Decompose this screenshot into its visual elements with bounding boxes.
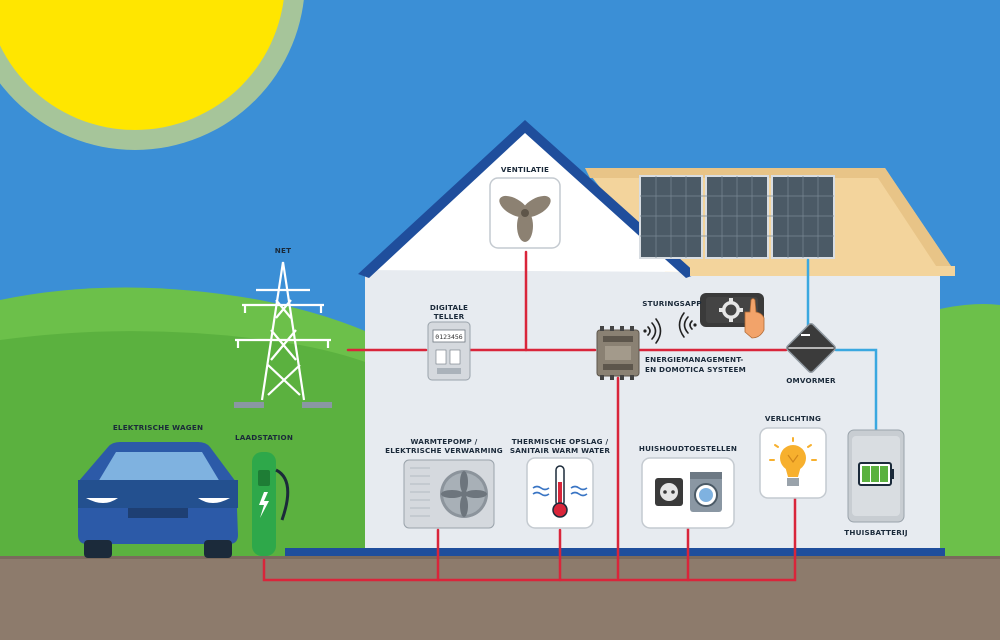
lightbulb-icon xyxy=(769,437,817,486)
home-battery-label: THUISBATTERIJ xyxy=(844,528,908,537)
heat-pump-label-2: ELEKTRISCHE VERWARMING xyxy=(385,446,503,455)
lightning-icon xyxy=(259,492,269,518)
wireless-signal-icon-app xyxy=(678,312,697,338)
battery-level-icon xyxy=(858,462,894,486)
energy-management-box xyxy=(596,326,640,380)
dc-wire-inverter-battery xyxy=(834,348,878,434)
house-foundation xyxy=(285,548,945,556)
ground xyxy=(0,556,1000,640)
heat-pump-fan-icon xyxy=(441,471,487,517)
fan-icon xyxy=(499,195,551,242)
ventilation-label: VENTILATIE xyxy=(501,165,549,174)
inverter xyxy=(786,323,836,373)
hand-pointer-icon xyxy=(744,298,765,339)
thermometer-icon xyxy=(552,465,568,518)
charging-cable xyxy=(275,468,290,521)
control-app-phone xyxy=(700,293,765,339)
power-pylon-icon xyxy=(234,261,332,408)
sun xyxy=(0,0,304,150)
heat-pump-label-1: WARMTEPOMP / xyxy=(411,437,478,446)
digital-meter-label-1: DIGITALE xyxy=(430,303,468,312)
digital-meter: 0123456 xyxy=(427,321,471,381)
ems-label-1: ENERGIEMANAGEMENT- xyxy=(645,355,743,364)
wire-bottom-bus xyxy=(262,496,797,582)
appliances-unit xyxy=(641,457,735,529)
home-battery xyxy=(847,429,905,523)
thermal-storage-label-2: SANITAIR WARM WATER xyxy=(510,446,610,455)
meter-display: 0123456 xyxy=(435,333,462,341)
inverter-label: OMVORMER xyxy=(786,376,836,385)
power-socket-icon xyxy=(655,478,683,506)
water-waves-icon xyxy=(532,485,588,497)
control-app-label: STURINGSAPP xyxy=(642,299,702,308)
wireless-signal-icon xyxy=(643,318,662,344)
power-wires xyxy=(262,250,878,582)
appliances-label: HUISHOUDTOESTELLEN xyxy=(639,444,737,453)
heat-pump-unit xyxy=(403,459,495,529)
lighting-label: VERLICHTING xyxy=(765,414,821,423)
electric-car xyxy=(78,442,238,558)
gear-icon xyxy=(719,298,743,322)
ventilation-unit xyxy=(489,177,561,249)
lighting-unit xyxy=(759,427,827,499)
thermal-storage-label-1: THERMISCHE OPSLAG / xyxy=(512,437,609,446)
charging-station-label: LAADSTATION xyxy=(235,433,293,442)
net-label: NET xyxy=(275,246,291,255)
solar-panels xyxy=(639,175,835,259)
electric-car-label: ELEKTRISCHE WAGEN xyxy=(113,423,203,432)
digital-meter-label-2: TELLER xyxy=(434,312,465,321)
charging-station xyxy=(252,452,290,556)
thermal-storage-unit xyxy=(526,457,594,529)
ems-label-2: EN DOMOTICA SYSTEEM xyxy=(645,365,746,374)
washing-machine-icon xyxy=(690,472,722,512)
